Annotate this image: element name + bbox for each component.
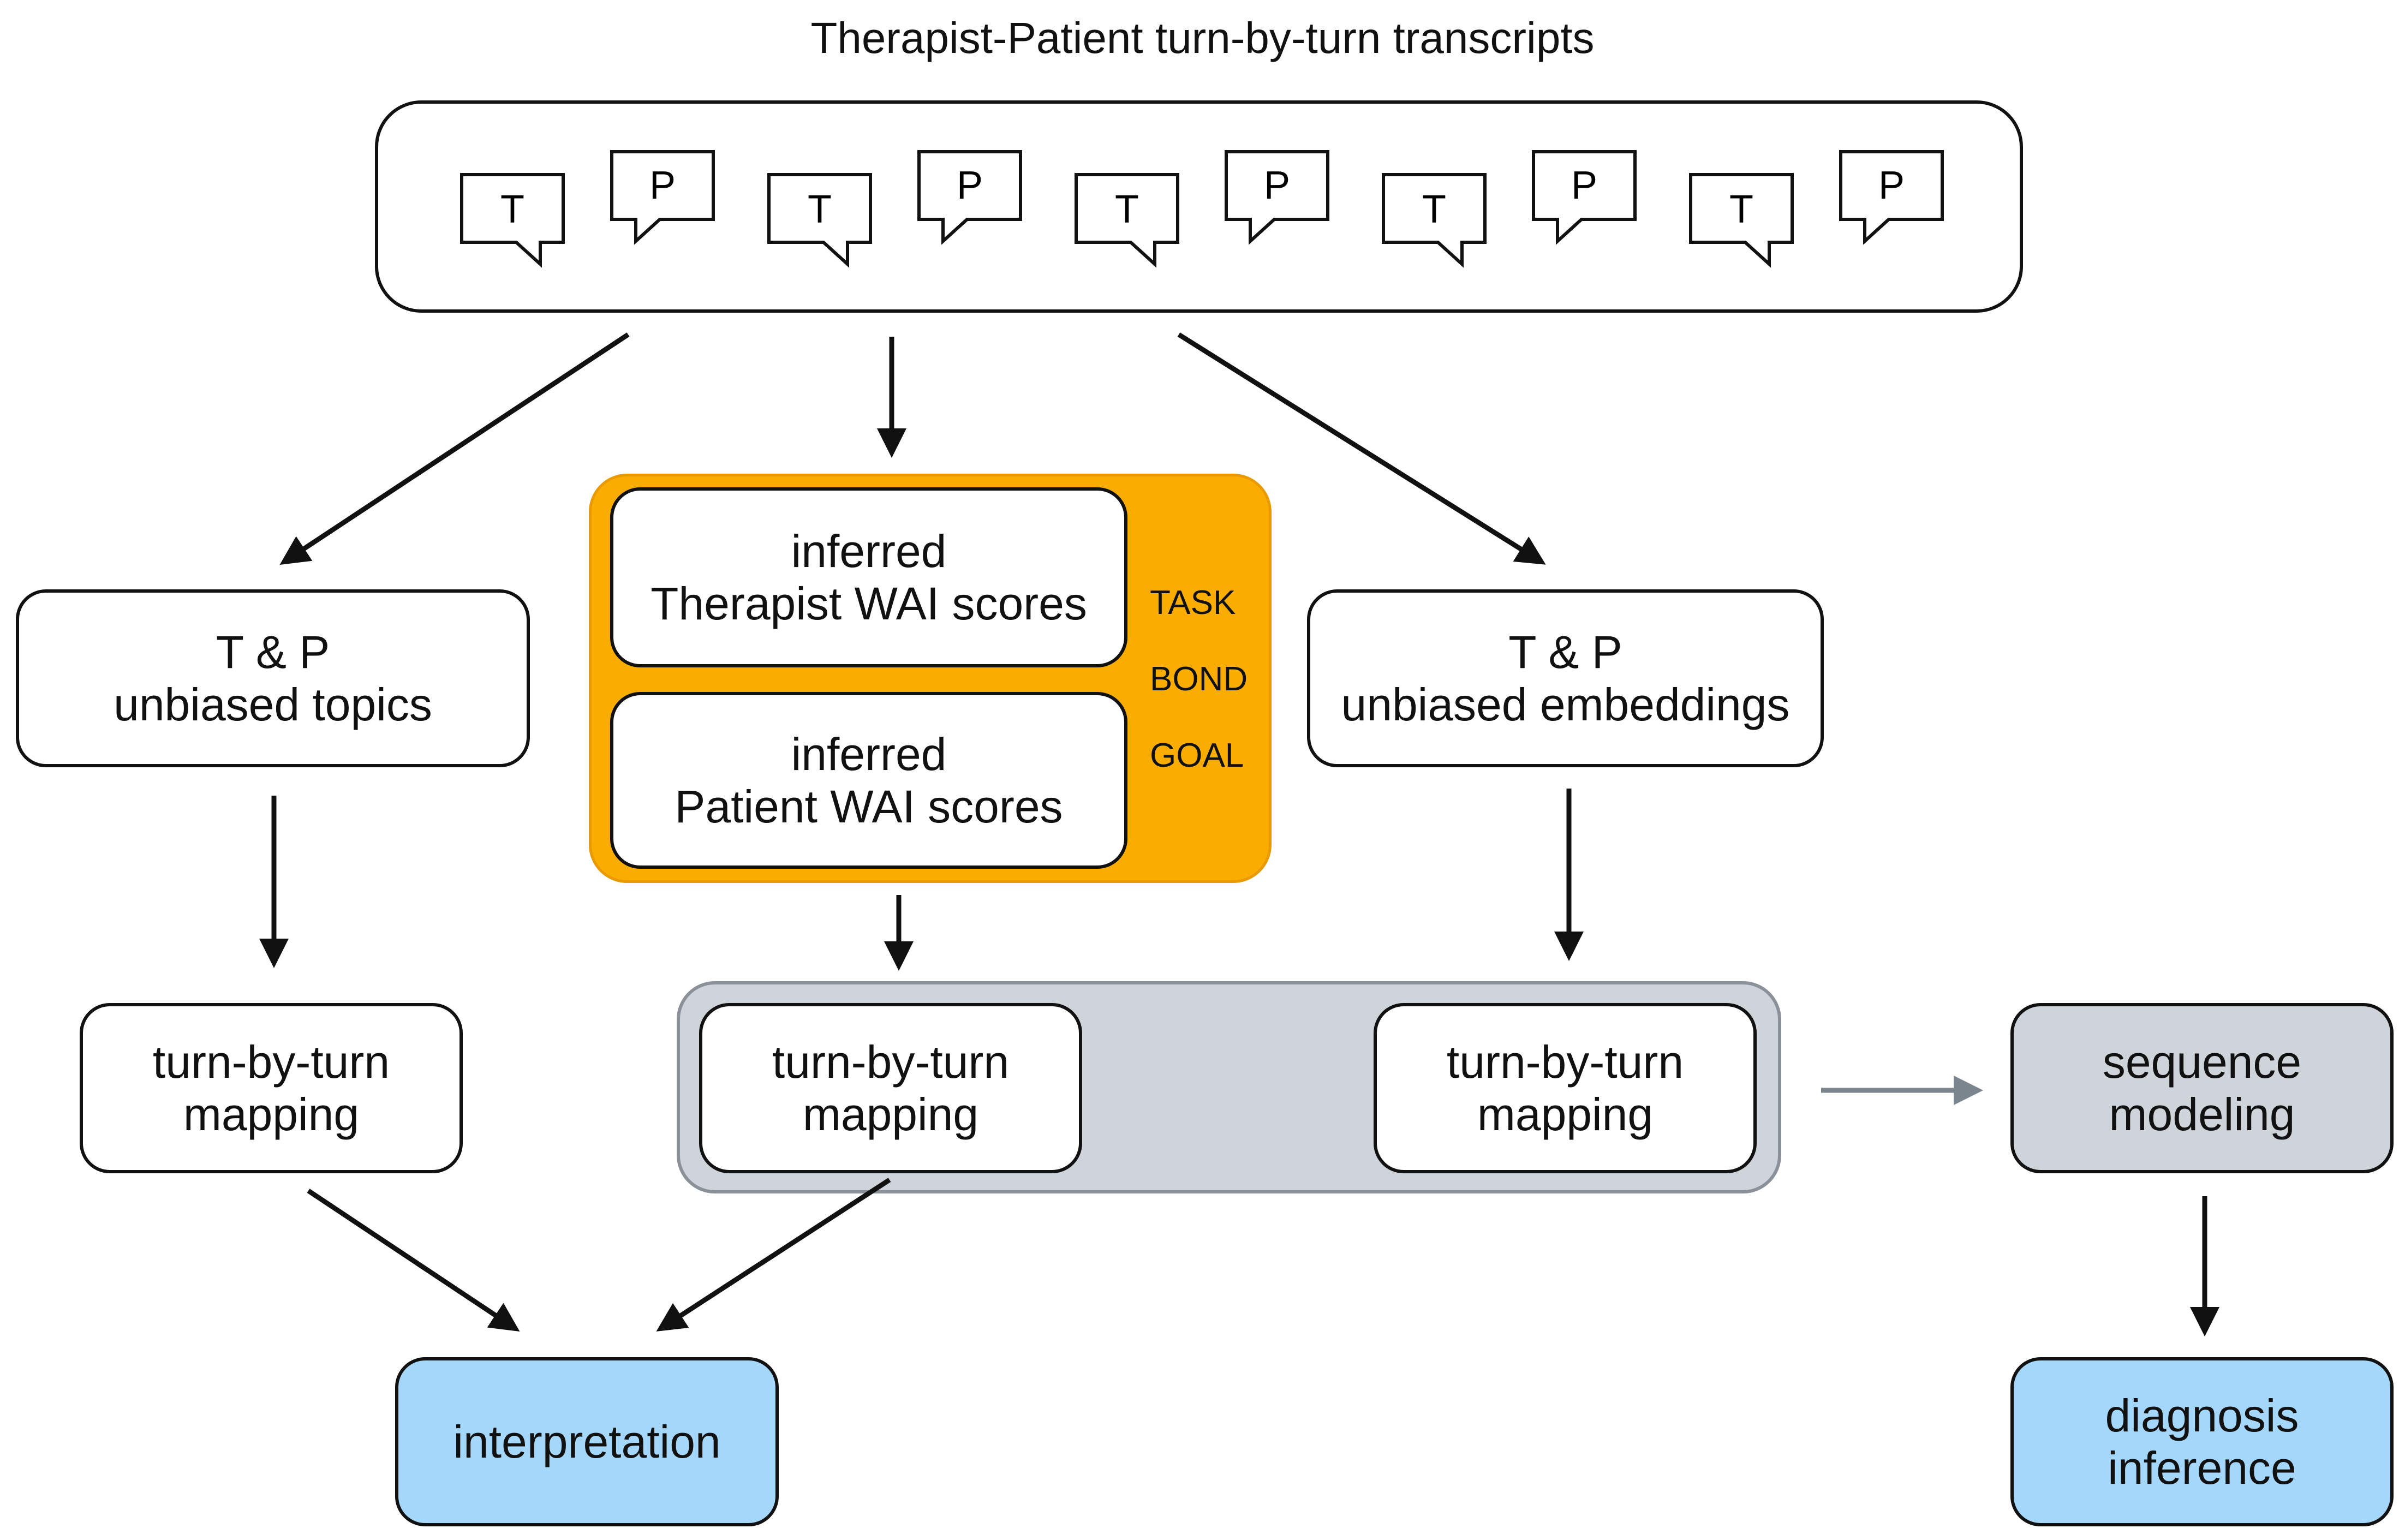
mapping-right-box: turn-by-turn mapping: [1374, 1003, 1757, 1173]
bubble-letter: T: [1422, 188, 1446, 231]
bubble-p-4: P: [1532, 150, 1637, 245]
speech-bubble-icon: [1382, 173, 1487, 268]
bubble-p-1: P: [610, 150, 715, 245]
bubble-letter: T: [808, 188, 832, 231]
bubble-letter: T: [1115, 188, 1139, 231]
arrow-left-to-interpretation: [307, 1189, 520, 1332]
mapping-mid-label: turn-by-turn mapping: [772, 1036, 1010, 1140]
therapist-wai-label: inferred Therapist WAI scores: [651, 526, 1087, 629]
speech-bubble-icon: [767, 173, 872, 268]
patient-wai-box: inferred Patient WAI scores: [610, 692, 1127, 869]
mapping-right-label: turn-by-turn mapping: [1446, 1036, 1684, 1140]
sequence-modeling-label: sequence modeling: [2102, 1036, 2302, 1140]
therapist-wai-box: inferred Therapist WAI scores: [610, 487, 1127, 667]
arrow-mid-to-interpretation: [656, 1178, 891, 1332]
bubble-letter: P: [1571, 164, 1597, 207]
bubble-p-2: P: [917, 150, 1022, 245]
speech-bubble-icon: [1075, 173, 1179, 268]
mapping-mid-box: turn-by-turn mapping: [699, 1003, 1082, 1173]
bubble-t-2: T: [767, 173, 872, 268]
arrow-to-topics: [279, 332, 630, 565]
bubble-p-5: P: [1839, 150, 1944, 245]
wai-bond-label: BOND: [1150, 660, 1248, 698]
wai-goal-label: GOAL: [1150, 737, 1244, 774]
speech-bubble-icon: [460, 173, 565, 268]
diagram-title: Therapist-Patient turn-by-turn transcrip…: [810, 14, 1595, 62]
bubble-t-4: T: [1382, 173, 1487, 268]
speech-bubble-icon: [1532, 150, 1637, 245]
speech-bubble-icon: [610, 150, 715, 245]
mapping-left-box: turn-by-turn mapping: [80, 1003, 463, 1173]
topics-box: T & P unbiased topics: [16, 589, 530, 767]
interpretation-box: interpretation: [395, 1357, 779, 1526]
diagnosis-inference-label: diagnosis inference: [2105, 1390, 2299, 1494]
speech-bubble-icon: [1839, 150, 1944, 245]
speech-bubble-icon: [1225, 150, 1329, 245]
speech-bubble-icon: [1689, 173, 1794, 268]
patient-wai-label: inferred Patient WAI scores: [675, 729, 1063, 832]
topics-label: T & P unbiased topics: [114, 626, 432, 730]
bubble-t-3: T: [1075, 173, 1179, 268]
wai-task-label: TASK: [1150, 584, 1236, 622]
mapping-left-label: turn-by-turn mapping: [152, 1036, 390, 1140]
bubble-letter: T: [1729, 188, 1753, 231]
sequence-modeling-box: sequence modeling: [2010, 1003, 2394, 1173]
embeddings-label: T & P unbiased embeddings: [1341, 626, 1790, 730]
speech-bubble-icon: [917, 150, 1022, 245]
bubble-letter: P: [1878, 164, 1905, 207]
bubble-letter: P: [649, 164, 676, 207]
bubble-t-1: T: [460, 173, 565, 268]
bubble-letter: T: [500, 188, 524, 231]
arrow-to-embeddings: [1177, 332, 1546, 565]
bubble-letter: P: [1264, 164, 1290, 207]
bubble-t-5: T: [1689, 173, 1794, 268]
bubble-letter: P: [957, 164, 983, 207]
embeddings-box: T & P unbiased embeddings: [1307, 589, 1824, 767]
interpretation-label: interpretation: [453, 1416, 721, 1467]
diagnosis-inference-box: diagnosis inference: [2010, 1357, 2394, 1526]
bubble-p-3: P: [1225, 150, 1329, 245]
